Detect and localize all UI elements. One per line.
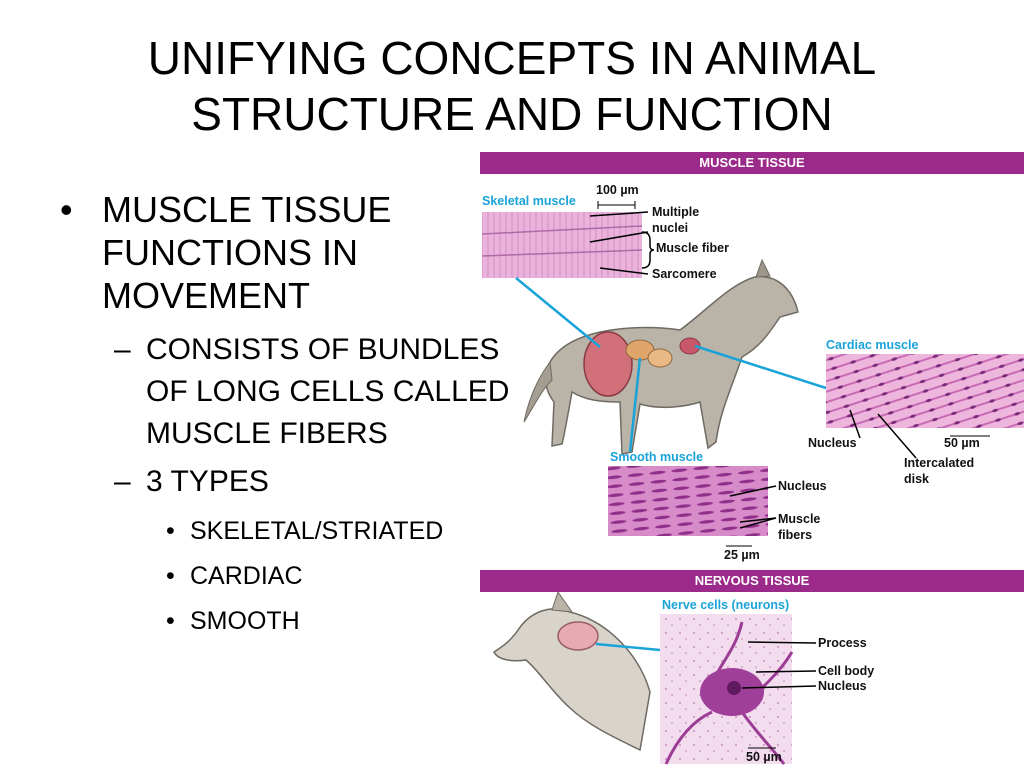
- type-smooth: • SMOOTH: [60, 599, 530, 644]
- nerve-title: Nerve cells (neurons): [662, 598, 790, 612]
- smooth-muscle-label: Muscle: [778, 512, 821, 526]
- figure-artwork: [481, 201, 1024, 765]
- nerve-cell-body-label: Cell body: [818, 664, 875, 678]
- title-line-1: UNIFYING CONCEPTS IN ANIMAL: [147, 32, 877, 84]
- tissue-figure: MUSCLE TISSUE NERVOUS TISSUE Skeletal mu…: [480, 152, 1024, 768]
- subbullet-types: – 3 TYPES: [60, 461, 530, 503]
- bullet-line: FUNCTIONS IN: [102, 232, 358, 273]
- bullet-marker: •: [166, 607, 175, 635]
- subbullet-line: MUSCLE FIBERS: [146, 417, 388, 450]
- type-label: CARDIAC: [190, 562, 303, 590]
- type-label: SKELETAL/STRIATED: [190, 517, 444, 545]
- type-skeletal: • SKELETAL/STRIATED: [60, 509, 530, 554]
- wolf-illustration: [523, 258, 799, 455]
- skeletal-nuclei-label: nuclei: [652, 221, 689, 235]
- smooth-title: Smooth muscle: [610, 450, 704, 464]
- nerve-process-label: Process: [818, 636, 867, 650]
- bullet-line: MOVEMENT: [102, 275, 311, 316]
- subbullet-line: OF LONG CELLS CALLED: [146, 375, 510, 408]
- type-cardiac: • CARDIAC: [60, 554, 530, 599]
- skeletal-scale: 100 µm: [596, 183, 639, 197]
- dash-marker: –: [114, 333, 131, 366]
- bullet-marker: •: [166, 562, 175, 590]
- bullet-list: • MUSCLE TISSUE FUNCTIONS IN MOVEMENT – …: [60, 188, 530, 644]
- smooth-nucleus-label: Nucleus: [778, 479, 827, 493]
- cardiac-disk-label: disk: [904, 472, 930, 486]
- smooth-micrograph: [608, 466, 768, 536]
- bullet-muscle-tissue: • MUSCLE TISSUE FUNCTIONS IN MOVEMENT: [60, 188, 530, 317]
- cardiac-scale: 50 µm: [944, 436, 980, 450]
- bullet-marker: •: [166, 517, 175, 545]
- cardiac-intercalated-label: Intercalated: [904, 456, 975, 470]
- skeletal-title: Skeletal muscle: [482, 194, 576, 208]
- skeletal-sarcomere-label: Sarcomere: [652, 267, 717, 281]
- wolf-head-illustration: [493, 590, 651, 752]
- subbullet-line: CONSISTS OF BUNDLES: [146, 333, 500, 366]
- nervous-tissue-band: NERVOUS TISSUE: [480, 570, 1024, 592]
- dash-marker: –: [114, 465, 131, 498]
- type-label: SMOOTH: [190, 607, 300, 635]
- slide-title: UNIFYING CONCEPTS IN ANIMAL STRUCTURE AN…: [0, 30, 1024, 142]
- skeletal-micrograph: [482, 212, 642, 278]
- subbullet-bundles: – CONSISTS OF BUNDLES OF LONG CELLS CALL…: [60, 329, 530, 455]
- bullet-marker: •: [60, 189, 73, 230]
- skeletal-multiple-label: Multiple: [652, 205, 700, 219]
- nerve-scale: 50 µm: [746, 750, 782, 764]
- smooth-scale: 25 µm: [724, 548, 760, 562]
- cardiac-nucleus-label: Nucleus: [808, 436, 857, 450]
- title-line-2: STRUCTURE AND FUNCTION: [191, 88, 833, 140]
- smooth-fibers-label: fibers: [778, 528, 813, 542]
- cardiac-title: Cardiac muscle: [826, 338, 919, 352]
- muscle-tissue-band: MUSCLE TISSUE: [480, 152, 1024, 174]
- cardiac-micrograph: [826, 354, 1024, 428]
- skeletal-fiber-label: Muscle fiber: [656, 241, 729, 255]
- bullet-line: MUSCLE TISSUE: [102, 189, 392, 230]
- subbullet-line: 3 TYPES: [146, 465, 269, 498]
- nerve-nucleus-label: Nucleus: [818, 679, 867, 693]
